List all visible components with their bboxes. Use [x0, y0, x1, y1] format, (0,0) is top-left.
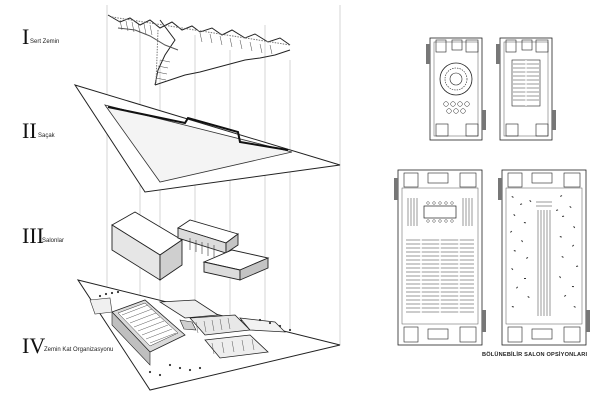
layer-hard-ground [107, 14, 291, 86]
layer-canopy [73, 84, 341, 193]
plan-banquet-rows [394, 169, 486, 346]
layer-numeral-2: II [22, 118, 37, 143]
layer-label-3: III Salonlar [22, 223, 64, 248]
layer-label-4: IV Zemin Kat Organizasyonu [22, 333, 113, 358]
plan-scattered-seating [498, 169, 590, 346]
layer-hard-ground-hatch [119, 19, 273, 81]
plan-circular-seating [426, 37, 486, 141]
layer-label-1: I Sert Zemin [22, 24, 59, 49]
halls-columns [189, 238, 215, 257]
projection-lines [106, 5, 341, 345]
layer-ground-floor [76, 279, 341, 391]
plan-row-seating [496, 37, 556, 141]
ground-floor-trees [98, 290, 292, 377]
layer-label-2: II Saçak [22, 118, 56, 143]
ground-floor-seating [121, 304, 255, 355]
layer-text-2: Saçak [38, 133, 56, 139]
plans-caption: BÖLÜNEBİLİR SALON OPSİYONLARI [482, 351, 587, 358]
layer-text-3: Salonlar [42, 238, 64, 244]
layer-numeral-1: I [22, 24, 29, 49]
layer-text-1: Sert Zemin [30, 39, 59, 45]
layer-numeral-3: III [22, 223, 44, 248]
layer-numeral-4: IV [22, 333, 45, 358]
layer-text-4: Zemin Kat Organizasyonu [44, 347, 113, 353]
